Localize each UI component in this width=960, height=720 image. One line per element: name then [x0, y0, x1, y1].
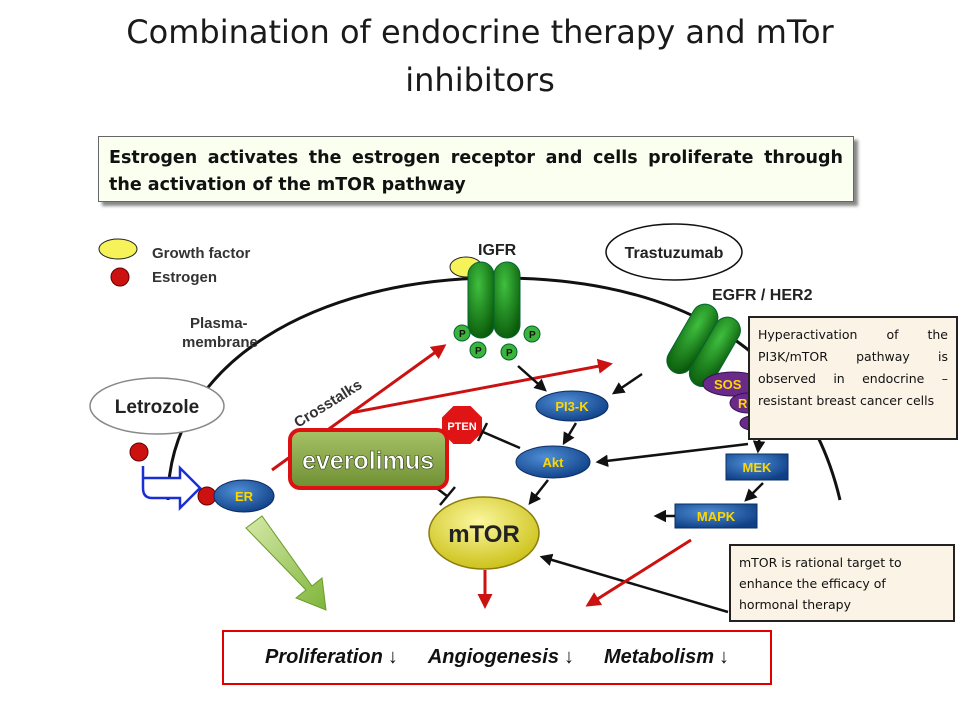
pten-inhibits-pi3k [476, 422, 521, 450]
mapk-node [674, 503, 758, 529]
outcome-proliferation: Proliferation↓ [265, 646, 398, 668]
intro-box: Estrogen activates the estrogen receptor… [98, 136, 854, 202]
outcome-angiogenesis: Angiogenesis↓ [427, 646, 574, 668]
letrozole-oval [89, 377, 225, 435]
pi3k-to-akt-arrow [562, 422, 578, 446]
down-arrow-icon: ↓ [563, 646, 574, 668]
crosstalks-label: Crosstalks [291, 376, 365, 431]
letrozole-label: Letrozole [115, 397, 199, 418]
egfr-her2-receptor [666, 303, 741, 388]
sos-label: SOS [714, 377, 742, 392]
er-to-proliferation-arrow [245, 515, 327, 611]
plasma-membrane-label: Plasma- membrane [182, 315, 258, 351]
trastuzumab-oval [605, 223, 743, 281]
svg-text:P: P [529, 330, 536, 341]
igfr-label: IGFR [478, 242, 517, 259]
estrogen-molecule [129, 442, 149, 462]
down-arrow-icon: ↓ [387, 646, 398, 668]
estrogen-to-er-arrow [141, 464, 202, 512]
mek-to-mapk-arrow [744, 482, 764, 502]
pten-label: PTEN [447, 421, 476, 433]
trastuzumab-label: Trastuzumab [625, 245, 724, 262]
mapk-to-outcome-arrow [585, 538, 692, 607]
svg-text:P: P [459, 329, 466, 340]
rational-target-note: mTOR is rational target to enhance the e… [729, 544, 955, 622]
egfr-her2-label: EGFR / HER2 [712, 287, 813, 304]
everolimus-label: everolimus [302, 447, 434, 475]
er-label: ER [235, 489, 254, 504]
outcome-box: Proliferation↓ Angiogenesis↓ Metabolism↓ [222, 630, 772, 685]
akt-label: Akt [543, 455, 565, 470]
mapk-label: MAPK [697, 509, 736, 524]
down-arrow-icon: ↓ [718, 646, 729, 668]
egfr-to-pi3k-arrow [611, 372, 643, 395]
hyperactivation-note: Hyperactivation of the PI3K/mTOR pathway… [748, 316, 958, 440]
mek-label: MEK [743, 460, 773, 475]
akt-node [515, 445, 591, 479]
mtor-label: mTOR [448, 521, 520, 548]
estrogen-legend-icon [110, 267, 130, 287]
igfr-to-pi3k-arrow [517, 365, 547, 392]
pten-stop-sign [440, 404, 484, 446]
igfr-receptor [467, 261, 521, 339]
er-node [213, 479, 275, 513]
r-label: R [738, 396, 748, 411]
er-estrogen [197, 486, 217, 506]
akt-to-mtor-arrow [528, 479, 549, 505]
outcome-metabolism: Metabolism↓ [603, 646, 729, 668]
growth-factor-legend-icon [98, 238, 138, 260]
everolimus-box [288, 428, 449, 490]
legend-estrogen: Estrogen [152, 269, 217, 286]
crosstalk-arrow-egfr [349, 358, 613, 415]
mek-node [725, 453, 789, 481]
sos-to-akt-arrow [595, 442, 749, 468]
svg-text:P: P [506, 348, 513, 359]
slide-title: Combination of endocrine therapy and mTo… [126, 13, 834, 99]
legend-growth-factor: Growth factor [152, 245, 250, 262]
pi3k-label: PI3-K [555, 399, 589, 414]
note-to-mtor-arrow [539, 553, 729, 614]
igfr-phosphates: P P P P [453, 324, 541, 361]
mtor-node [428, 496, 540, 570]
pi3k-node [535, 390, 609, 422]
svg-text:P: P [475, 346, 482, 357]
